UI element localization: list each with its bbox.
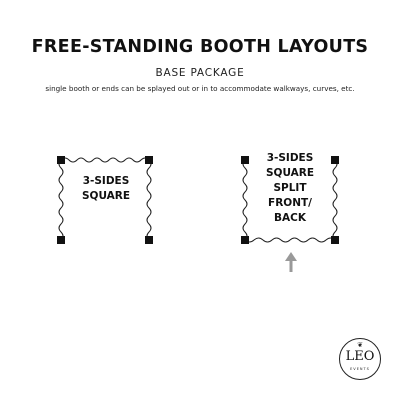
logo-name: LEO (345, 349, 375, 364)
booth-2-back-drape (244, 237, 336, 243)
booth-3-sides-split (241, 156, 339, 244)
booth-2-label-line: BACK (274, 212, 306, 224)
booth-2-post-bottom-left (241, 236, 249, 244)
booth-1-post-top-right (145, 156, 153, 164)
booth-1-post-bottom-left (57, 236, 65, 244)
booth-2-label-line: SPLIT (273, 182, 307, 194)
booth-1-post-bottom-right (145, 236, 153, 244)
page-subtitle: BASE PACKAGE (155, 67, 245, 79)
up-arrow-icon (285, 252, 297, 272)
booth-2-label-line: FRONT/ (268, 197, 312, 209)
booth-2-right-drape (332, 159, 338, 241)
booth-1-right-drape (146, 159, 152, 241)
booth-2-left-drape (242, 159, 248, 241)
booth-1-post-top-left (57, 156, 65, 164)
booth-1-left-drape (58, 159, 64, 241)
booth-1-label: 3-SIDES SQUARE (70, 174, 142, 204)
booth-1-label-line: 3-SIDES (82, 175, 130, 187)
booth-2-label: 3-SIDES SQUARE SPLIT FRONT/ BACK (251, 151, 329, 226)
page-description: single booth or ends can be splayed out … (45, 84, 355, 93)
leo-events-logo: ❦ LEO EVENTS (339, 338, 381, 380)
booth-2-post-bottom-right (331, 236, 339, 244)
booth-3-sides-square (57, 156, 153, 244)
booth-2-post-top-left (241, 156, 249, 164)
page-title: FREE-STANDING BOOTH LAYOUTS (31, 37, 369, 57)
booth-2-post-top-right (331, 156, 339, 164)
booth-2-label-line: SQUARE (265, 167, 315, 179)
logo-leaf-icon: ❦ (357, 341, 363, 349)
booth-1-back-drape (60, 157, 150, 163)
booth-1-label-line: SQUARE (81, 190, 131, 202)
booth-2-label-line: 3-SIDES (266, 152, 314, 164)
logo-subtext: EVENTS (350, 367, 370, 371)
